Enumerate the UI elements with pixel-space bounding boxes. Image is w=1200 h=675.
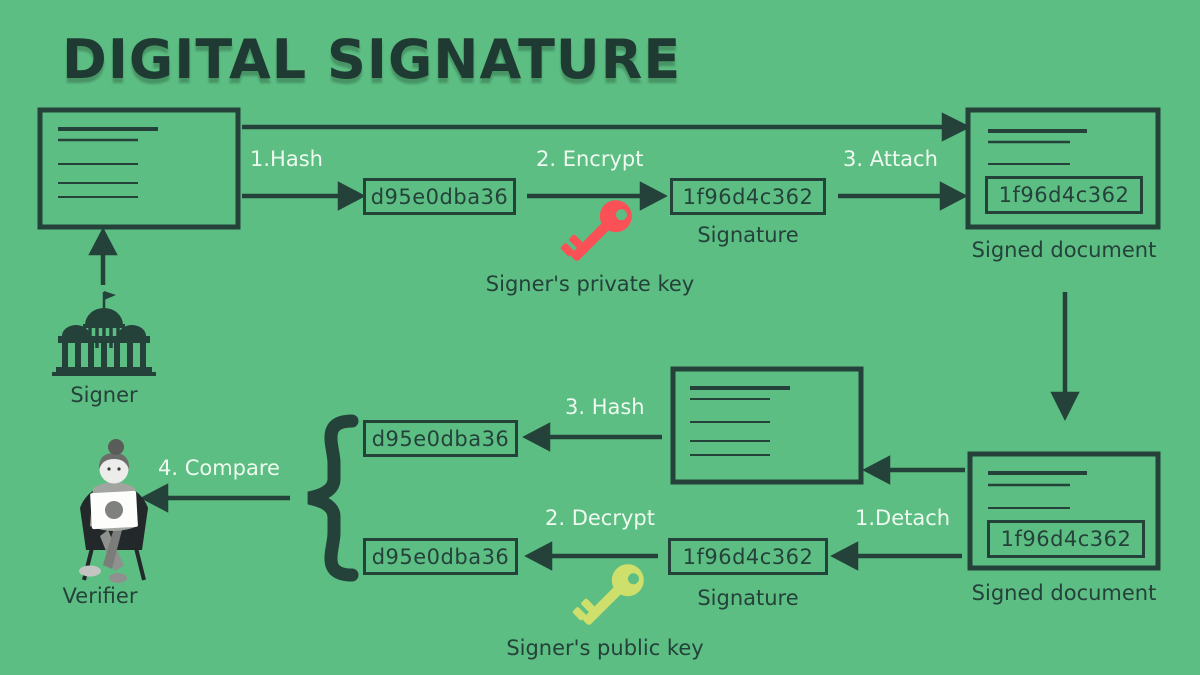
capitol-building-icon	[52, 291, 156, 376]
hash-from-signature-box: d95e0dba36	[363, 538, 518, 575]
signature-value-box-bottom: 1f96d4c362	[668, 538, 828, 575]
step-label-encrypt: 2. Encrypt	[536, 147, 644, 171]
verifier-person-icon	[79, 439, 148, 583]
step-label-detach: 1.Detach	[855, 506, 951, 530]
signature-value-box: 1f96d4c362	[670, 178, 826, 215]
signed-document-top-icon	[965, 107, 1161, 230]
arrow-attach-step	[838, 181, 968, 211]
signed-document-bottom-icon	[967, 451, 1161, 571]
public-key-icon	[572, 564, 644, 625]
arrow-hash-step	[242, 181, 366, 211]
signature-caption-bottom: Signature	[697, 586, 799, 610]
arrow-signed-doc-to-document	[862, 455, 965, 485]
arrow-decrypt-step	[524, 541, 658, 571]
arrow-signed-doc-down	[1050, 292, 1080, 422]
arrow-detach-step	[830, 541, 962, 571]
received-document-icon	[670, 366, 864, 485]
arrow-compare-step	[140, 483, 290, 513]
signature-caption: Signature	[697, 223, 799, 247]
step-label-decrypt: 2. Decrypt	[545, 506, 655, 530]
private-key-caption: Signer's private key	[485, 272, 695, 296]
source-document-icon	[37, 107, 241, 230]
page-title: DIGITAL SIGNATURE	[62, 28, 682, 91]
signer-caption: Signer	[70, 383, 138, 407]
arrow-document-to-signed	[242, 112, 972, 142]
public-key-caption: Signer's public key	[506, 636, 704, 660]
step-label-compare: 4. Compare	[158, 456, 280, 480]
arrow-signer-to-document	[88, 227, 118, 285]
attached-signature-box-top: 1f96d4c362	[985, 176, 1143, 214]
hash-from-document-box: d95e0dba36	[363, 420, 518, 457]
arrow-hash-verification	[522, 422, 662, 452]
step-label-attach: 3. Attach	[843, 147, 938, 171]
signed-document-caption-bottom: Signed document	[971, 581, 1157, 605]
arrow-encrypt-step	[527, 181, 668, 211]
attached-signature-box-bottom: 1f96d4c362	[987, 520, 1145, 558]
compare-brace	[307, 414, 359, 582]
private-key-icon	[560, 200, 632, 261]
step-label-hash-verify: 3. Hash	[565, 395, 645, 419]
hash-value-box: d95e0dba36	[363, 178, 516, 215]
signed-document-caption-top: Signed document	[971, 238, 1157, 262]
step-label-hash: 1.Hash	[250, 147, 323, 171]
verifier-caption: Verifier	[62, 584, 138, 608]
